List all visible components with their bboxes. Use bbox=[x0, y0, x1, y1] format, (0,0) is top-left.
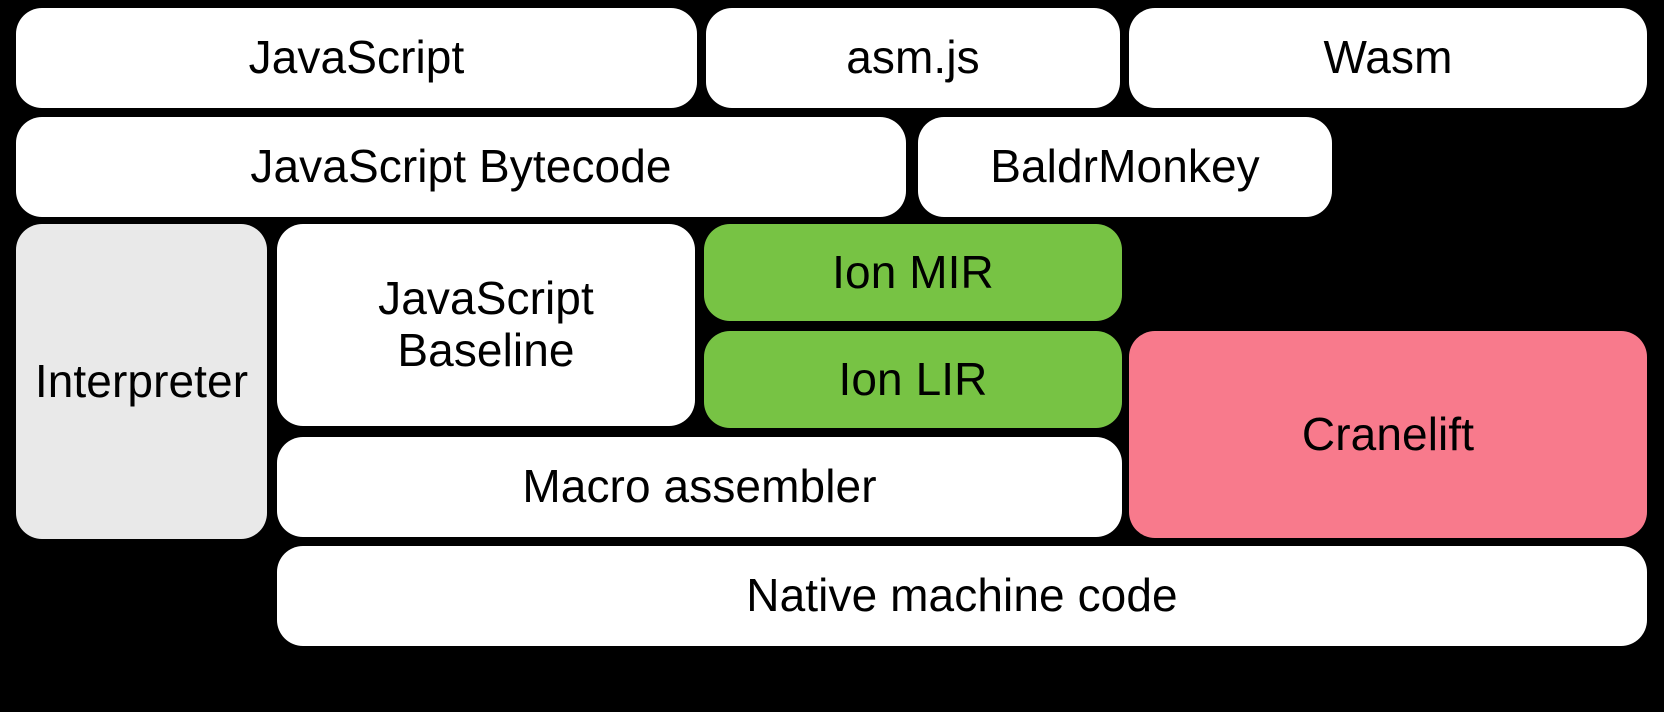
node-macro-assembler[interactable]: Macro assembler bbox=[277, 437, 1122, 537]
node-javascript[interactable]: JavaScript bbox=[16, 8, 697, 108]
node-javascript-baseline[interactable]: JavaScript Baseline bbox=[277, 224, 695, 426]
node-wasm[interactable]: Wasm bbox=[1129, 8, 1647, 108]
node-cranelift[interactable]: Cranelift bbox=[1129, 331, 1647, 538]
node-baldrmonkey[interactable]: BaldrMonkey bbox=[918, 117, 1332, 217]
node-asmjs[interactable]: asm.js bbox=[706, 8, 1120, 108]
node-ion-lir[interactable]: Ion LIR bbox=[704, 331, 1122, 428]
node-ion-mir[interactable]: Ion MIR bbox=[704, 224, 1122, 321]
node-interpreter[interactable]: Interpreter bbox=[16, 224, 267, 539]
node-javascript-bytecode[interactable]: JavaScript Bytecode bbox=[16, 117, 906, 217]
node-native-machine-code[interactable]: Native machine code bbox=[277, 546, 1647, 646]
